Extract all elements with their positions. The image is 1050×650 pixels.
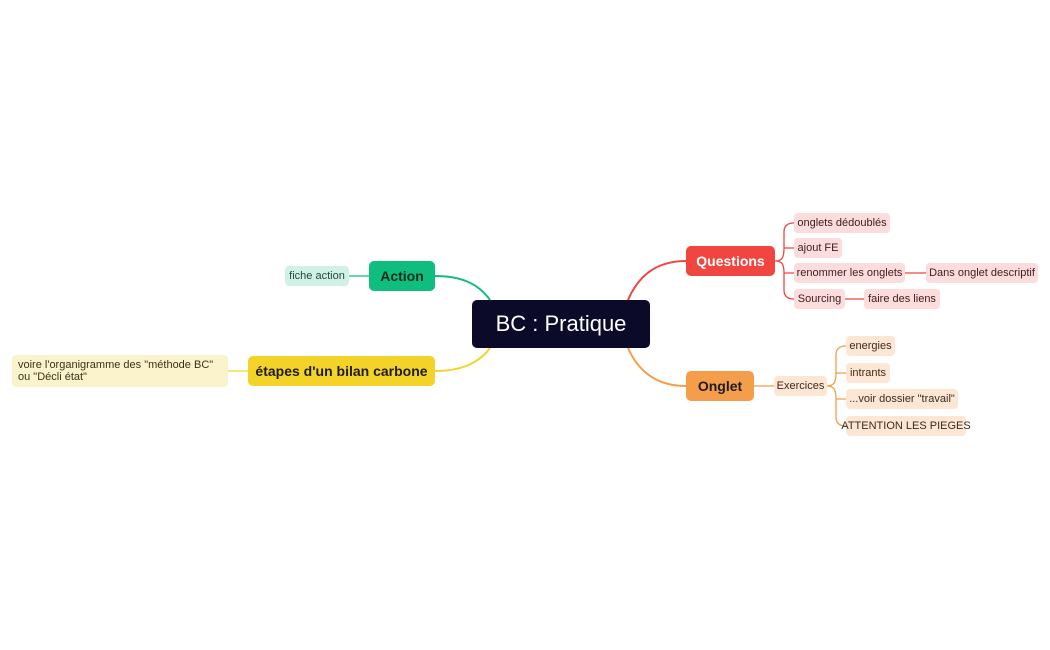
topic-action[interactable]: Action	[369, 261, 435, 291]
central-topic[interactable]: BC : Pratique	[472, 300, 650, 348]
connector-central-action	[434, 275, 491, 301]
topic-voir-dossier-travail[interactable]: ...voir dossier "travail"	[846, 389, 958, 409]
connector-exercices-children	[826, 345, 847, 427]
topic-energies[interactable]: energies	[846, 336, 895, 356]
topic-dans-onglet-descriptif[interactable]: Dans onglet descriptif	[926, 263, 1038, 283]
connector-central-questions	[627, 260, 687, 301]
topic-intrants[interactable]: intrants	[846, 363, 890, 383]
topic-ajout-fe[interactable]: ajout FE	[794, 238, 842, 258]
connector-central-onglet	[627, 347, 687, 387]
topic-onglet[interactable]: Onglet	[686, 371, 754, 401]
connector-central-etapes	[434, 347, 491, 372]
topic-renommer-onglets[interactable]: renommer les onglets	[794, 263, 905, 283]
topic-sourcing[interactable]: Sourcing	[794, 289, 845, 309]
topic-exercices[interactable]: Exercices	[774, 376, 827, 396]
topic-onglets-dedoubles[interactable]: onglets dédoublés	[794, 213, 890, 233]
topic-voire-organigramme[interactable]: voire l'organigramme des "méthode BC" ou…	[12, 355, 228, 387]
topic-faire-des-liens[interactable]: faire des liens	[864, 289, 940, 309]
connector-questions-children	[774, 222, 795, 300]
topic-etapes-bilan-carbone[interactable]: étapes d'un bilan carbone	[248, 356, 435, 386]
topic-fiche-action[interactable]: fiche action	[285, 266, 349, 286]
topic-questions[interactable]: Questions	[686, 246, 775, 276]
topic-attention-les-pieges[interactable]: ATTENTION LES PIEGES	[841, 416, 971, 436]
